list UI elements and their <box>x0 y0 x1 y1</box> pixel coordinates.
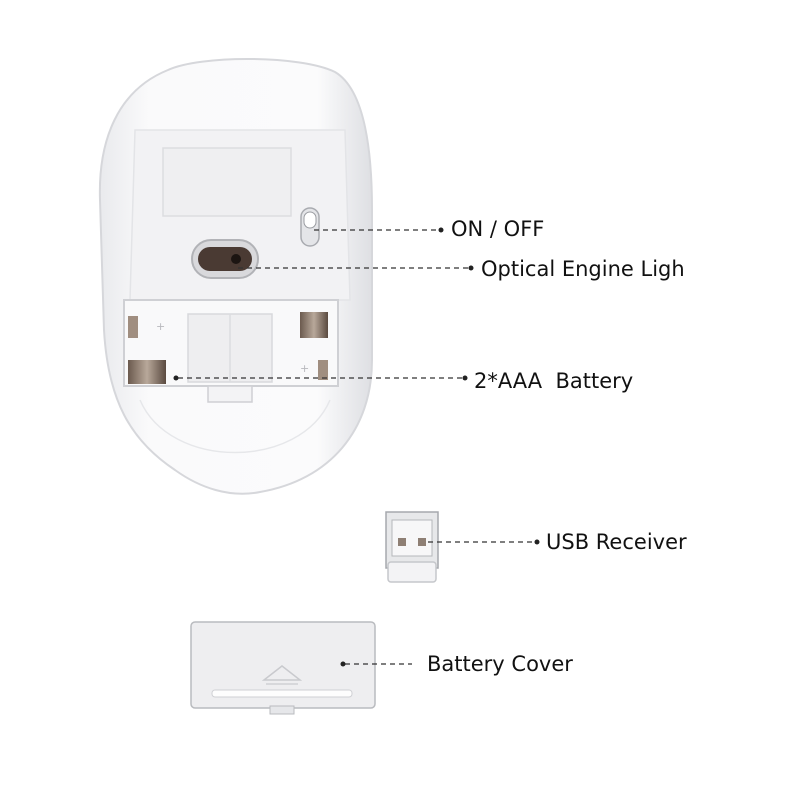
label-battery: 2*AAA Battery <box>474 369 634 393</box>
label-plate <box>162 147 292 217</box>
optical-sensor <box>191 239 259 279</box>
label-usb-receiver: USB Receiver <box>546 530 687 554</box>
usb-receiver <box>385 511 439 583</box>
leader-dots <box>173 227 540 667</box>
power-switch[interactable] <box>300 207 320 247</box>
battery-compartment: + + <box>123 299 339 403</box>
battery-contact-icon <box>300 312 328 338</box>
mouse-underside: + + <box>98 58 373 495</box>
svg-text:+: + <box>300 362 309 375</box>
svg-text:+: + <box>156 320 165 333</box>
leader-lines <box>178 229 534 665</box>
label-on-off: ON / OFF <box>451 217 545 241</box>
label-optical-engine: Optical Engine Ligh <box>481 257 685 281</box>
battery-cover <box>190 621 376 715</box>
label-battery-cover: Battery Cover <box>427 652 573 676</box>
battery-spring-icon <box>128 360 166 384</box>
